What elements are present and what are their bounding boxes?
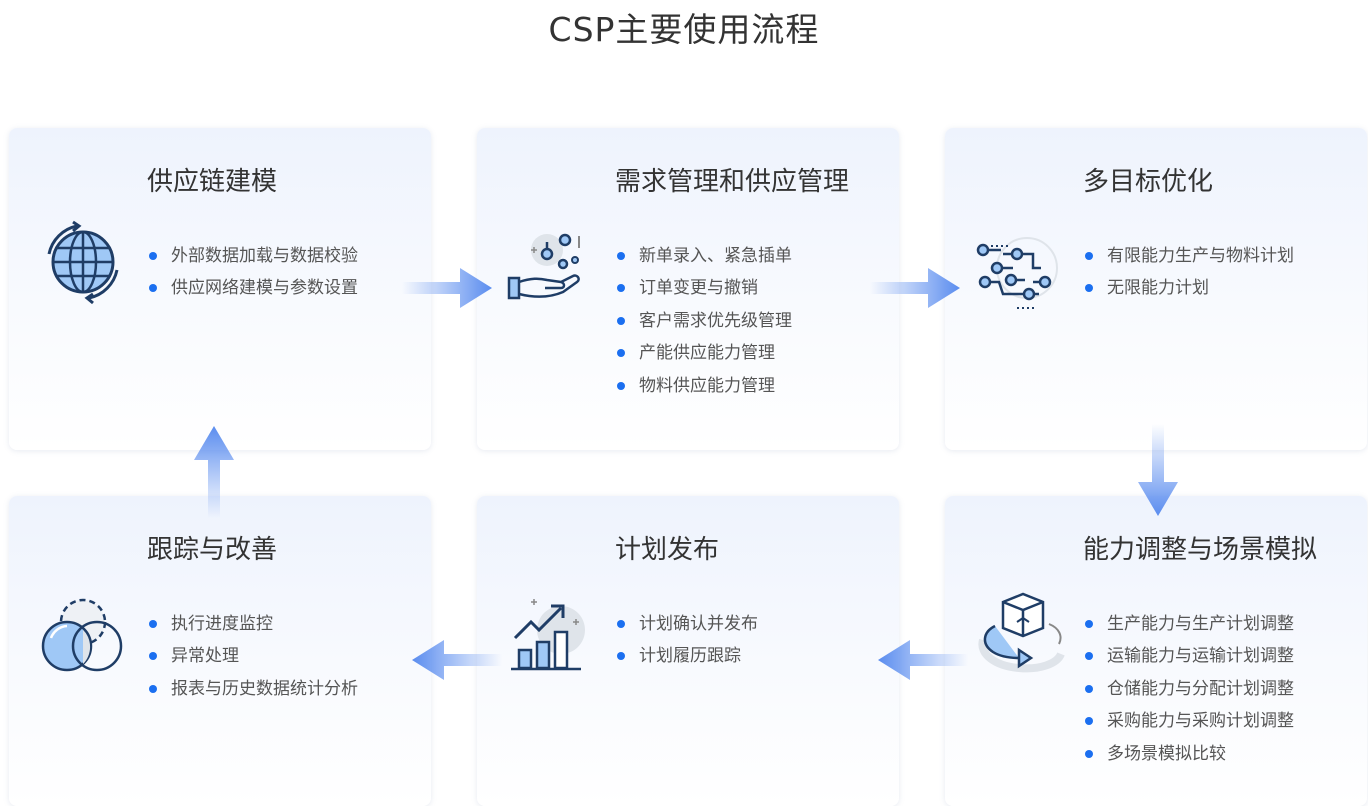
list-item: 运输能力与运输计划调整 [1083,640,1294,672]
list-item: 有限能力生产与物料计划 [1083,240,1294,272]
step-card-demand-supply: 需求管理和供应管理 新单录入、紧急插单 订单变更与撤销 客户需求优先级管理 产能… [477,128,899,450]
growth-chart-icon [505,592,605,692]
page-title: CSP主要使用流程 [548,10,820,49]
step-items: 有限能力生产与物料计划 无限能力计划 [1083,240,1294,305]
hand-molecule-icon [505,222,605,322]
arrow-up-icon [194,426,234,518]
step-title: 能力调整与场景模拟 [1083,535,1318,565]
rotating-cube-icon [973,588,1073,688]
list-item: 无限能力计划 [1083,272,1294,304]
list-item: 多场景模拟比较 [1083,738,1294,770]
step-title: 多目标优化 [1083,167,1214,197]
step-title: 供应链建模 [147,167,278,197]
list-item: 异常处理 [147,640,358,672]
list-item: 外部数据加载与数据校验 [147,240,358,272]
list-item: 计划确认并发布 [615,608,758,640]
step-title: 计划发布 [615,535,720,565]
list-item: 报表与历史数据统计分析 [147,673,358,705]
arrow-left-icon [878,640,968,680]
step-items: 计划确认并发布 计划履历跟踪 [615,608,758,673]
step-items: 生产能力与生产计划调整 运输能力与运输计划调整 仓储能力与分配计划调整 采购能力… [1083,608,1294,770]
list-item: 采购能力与采购计划调整 [1083,705,1294,737]
step-card-plan-release: 计划发布 计划确认并发布 计划履历跟踪 [477,496,899,806]
list-item: 仓储能力与分配计划调整 [1083,673,1294,705]
list-item: 生产能力与生产计划调整 [1083,608,1294,640]
step-card-tracking: 跟踪与改善 执行进度监控 异常处理 报表与历史数据统计分析 [9,496,431,806]
list-item: 计划履历跟踪 [615,640,758,672]
list-item: 执行进度监控 [147,608,358,640]
step-title: 需求管理和供应管理 [615,167,850,197]
list-item: 物料供应能力管理 [615,370,792,402]
step-items: 外部数据加载与数据校验 供应网络建模与参数设置 [147,240,358,305]
overlap-circles-icon [37,592,137,692]
list-item: 供应网络建模与参数设置 [147,272,358,304]
step-title: 跟踪与改善 [147,535,278,565]
arrow-down-icon [1138,424,1178,516]
arrow-right-icon [402,268,492,308]
step-card-optimization: 多目标优化 有限能力生产与物料计划 无限能力计划 [945,128,1367,450]
step-card-modeling: 供应链建模 外部数据加载与数据校验 供应网络建模与参数设置 [9,128,431,450]
step-items: 执行进度监控 异常处理 报表与历史数据统计分析 [147,608,358,705]
step-card-capacity-scenario: 能力调整与场景模拟 生产能力与生产计划调整 运输能力与运输计划调整 仓储能力与分… [945,496,1367,806]
circuit-icon [973,224,1073,324]
list-item: 新单录入、紧急插单 [615,240,792,272]
arrow-left-icon [412,640,502,680]
list-item: 客户需求优先级管理 [615,305,792,337]
step-items: 新单录入、紧急插单 订单变更与撤销 客户需求优先级管理 产能供应能力管理 物料供… [615,240,792,402]
list-item: 订单变更与撤销 [615,272,792,304]
list-item: 产能供应能力管理 [615,337,792,369]
arrow-right-icon [870,268,960,308]
globe-icon [37,214,137,314]
